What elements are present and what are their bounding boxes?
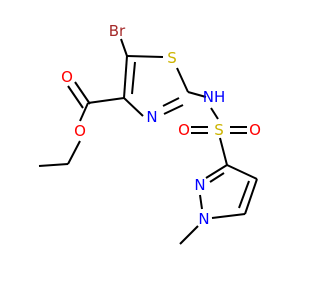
bond-c4-c5-inner — [131, 61, 136, 95]
bond-c2-n3 — [163, 104, 184, 115]
bond-n3-c4 — [123, 97, 144, 117]
atom-o-carbonyl-label: O — [61, 68, 73, 86]
bond-n1-ch3 — [179, 225, 199, 245]
bond-c4-c3 — [226, 164, 258, 180]
atom-n-thiazole-label: N — [146, 108, 157, 126]
bond-oester-ch2 — [67, 140, 81, 165]
molecule-diagram: Br S N NH S O O O O N N — [38, 22, 261, 245]
bond-ccarbonyl-o-double-a — [74, 81, 91, 105]
atom-o-sulfonyl-left-label: O — [178, 121, 190, 139]
bond-n1-c5 — [211, 213, 246, 219]
bond-ch2-ch3 — [38, 163, 69, 167]
atom-br-label: Br — [109, 22, 126, 40]
atom-n-pyrazole-2-label: N — [194, 176, 205, 194]
bond-n2-n1 — [199, 194, 203, 210]
bond-c3-n2-inner — [209, 172, 225, 183]
bond-nh-s — [210, 107, 219, 120]
bond-ccarbonyl-o-double-b — [67, 85, 84, 109]
bond-ccarbonyl-oester — [79, 102, 89, 122]
bond-s-c3pyr — [219, 137, 228, 166]
atom-o-sulfonyl-right-label: O — [249, 121, 261, 139]
bond-c5-s1 — [126, 55, 164, 58]
atom-n-pyrazole-1-label: N — [198, 210, 209, 228]
bond-s1-c2 — [176, 67, 189, 93]
bond-c4-c5 — [123, 55, 128, 99]
bond-c3-n2 — [205, 164, 228, 179]
bond-c2-nh — [187, 91, 207, 98]
atom-s-ring-label: S — [167, 49, 177, 67]
structure-svg: Br S N NH S O O O O N N — [38, 22, 261, 245]
bond-c4-ccarbonyl — [87, 97, 125, 104]
bond-c5-br — [120, 38, 128, 57]
atom-s-sulfonyl-label: S — [214, 121, 224, 139]
bond-c2-n3-inner — [162, 97, 180, 107]
bond-c5-c4-inner — [238, 180, 250, 209]
bond-c5-c4 — [244, 178, 258, 215]
atom-o-ester-label: O — [74, 122, 86, 140]
atom-nh-label: NH — [203, 88, 226, 106]
